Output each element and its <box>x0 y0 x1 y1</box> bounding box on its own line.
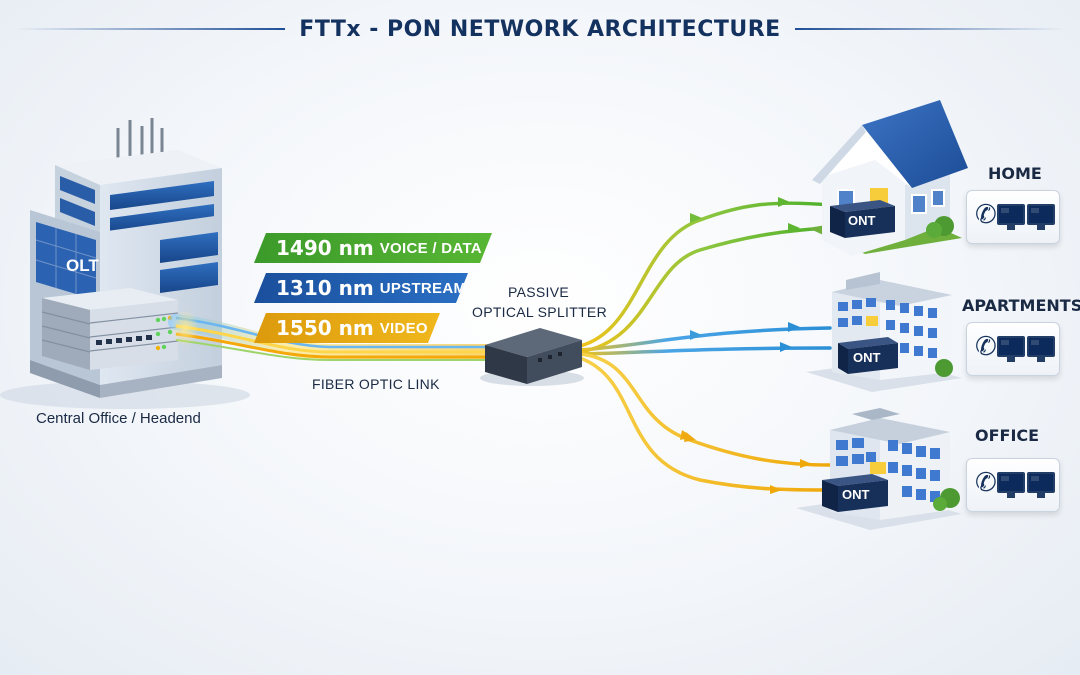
site-label-apartments: APARTMENTS <box>962 296 1080 315</box>
fiber-optic-link-label: FIBER OPTIC LINK <box>312 376 440 392</box>
office-building <box>796 408 962 530</box>
central-office-caption: Central Office / Headend <box>36 410 201 427</box>
wavelength-desc: UPSTREAM <box>379 279 467 297</box>
ont-label-office: ONT <box>842 487 870 502</box>
wavelength-desc: VOICE / DATA <box>379 239 482 257</box>
phone-icon: ✆ <box>975 199 997 229</box>
wavelength-label-1310: 1310 nm UPSTREAM <box>254 273 468 303</box>
title-rule-right <box>794 28 1065 30</box>
ont-label-apartments: ONT <box>853 350 881 365</box>
ont-box-office-shape <box>822 474 888 512</box>
wavelength-label-1550: 1550 nm VIDEO <box>254 313 440 343</box>
monitor-icon <box>997 204 1025 230</box>
devices-panel-apartments: ✆ <box>966 322 1060 376</box>
ont-label-home: ONT <box>848 213 876 228</box>
olt-label: OLT <box>66 256 99 275</box>
title-rule-left <box>15 28 286 30</box>
ont-box-apartments-shape <box>838 337 898 374</box>
distribution-fibers <box>578 197 832 494</box>
devices-panel-office: ✆ <box>966 458 1060 512</box>
wavelength-nm: 1490 nm <box>276 236 374 260</box>
page-title: FTTx - PON NETWORK ARCHITECTURE <box>299 16 781 42</box>
apartments-building <box>806 272 962 392</box>
splitter-label-line2: OPTICAL SPLITTER <box>472 304 607 320</box>
splitter-label-line1: PASSIVE <box>508 284 569 300</box>
site-label-home: HOME <box>988 164 1042 183</box>
monitor-icon <box>997 472 1025 498</box>
monitor-icon <box>1027 204 1055 230</box>
title-bar: FTTx - PON NETWORK ARCHITECTURE <box>0 14 1080 44</box>
wavelength-nm: 1310 nm <box>276 276 374 300</box>
optical-splitter <box>480 328 584 386</box>
site-label-office: OFFICE <box>975 426 1040 445</box>
monitor-icon <box>997 336 1025 362</box>
olt-rack <box>41 288 179 370</box>
central-office-building <box>0 118 250 409</box>
monitor-icon <box>1027 336 1055 362</box>
ont-box-home-shape <box>830 200 895 238</box>
phone-icon: ✆ <box>975 467 997 497</box>
devices-panel-home: ✆ <box>966 190 1060 244</box>
phone-icon: ✆ <box>975 331 997 361</box>
home-building <box>808 100 968 256</box>
monitor-icon <box>1027 472 1055 498</box>
wavelength-nm: 1550 nm <box>276 316 374 340</box>
wavelength-desc: VIDEO <box>379 319 428 337</box>
wavelength-label-1490: 1490 nm VOICE / DATA <box>254 233 492 263</box>
